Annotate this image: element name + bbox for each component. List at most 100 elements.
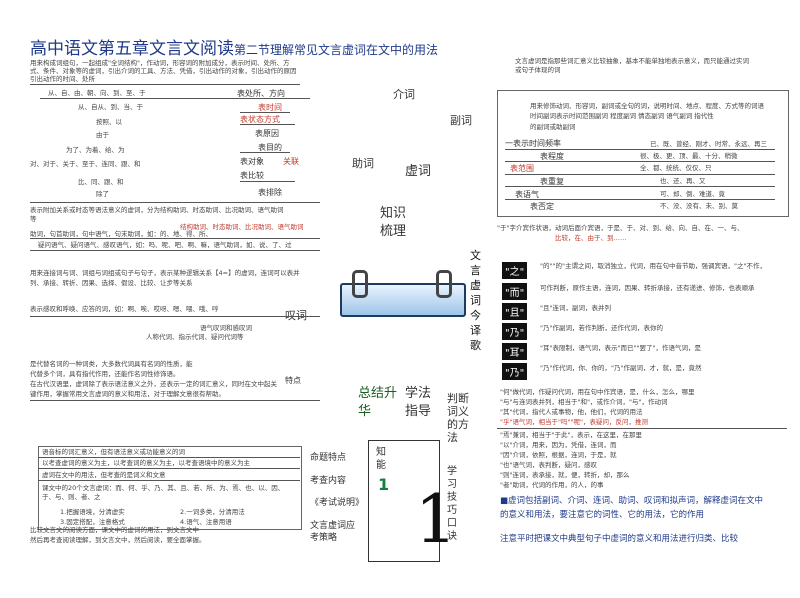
prep-row-7-right: 表比较 (240, 171, 264, 180)
song-head-1: "于"字介宾作状语，动词后面介宾语，于是、于、对、到、给、向、自、在、一、与、 (497, 224, 744, 232)
adverb-row-2-label: 表程度 (540, 152, 564, 161)
aux-line-4: 助词，句首助词，句中语气，句末助词，如：的、地、得、所、 (30, 230, 212, 238)
binder-ring-1 (352, 270, 368, 298)
rb-line-3: "其"代词，指代人或事物，他，他们，代词的用法 (500, 408, 643, 416)
para-line-2: 代替多个词，具有指代作用，还能作名词性修饰语。 (30, 370, 180, 378)
para-line-4: 键作用，掌握常用文言虚词的意义和用法，对于理解文意很有帮助。 (30, 390, 225, 398)
adverb-row-1-val: 已、既、曾经、刚才、时常、永远、再三 (650, 140, 767, 148)
label-zhuci: 助词 (352, 157, 374, 170)
intro-line-3: 引出动作的时间、处所 (30, 75, 95, 83)
adverb-box (497, 90, 789, 217)
label-one-big: 1 (415, 481, 457, 558)
title-sub: 第二节理解常见文言虚词在文中的用法 (234, 43, 439, 57)
label-wenyan: 文言虚词今译歌 (470, 249, 481, 352)
label-panduan: 判断词义的方法 (447, 392, 469, 444)
song-text-5: "耳"表限制，语气词，表示"而已""罢了"，作语气词，是 (540, 344, 701, 352)
adverb-row-3-label: 表范围 (510, 164, 534, 173)
prep-row-2-right: 表时间 (258, 103, 282, 112)
prep-row-1-right: 表处所、方向 (237, 89, 285, 98)
prep-row-4-right: 表原因 (255, 129, 279, 138)
adverb-row-6-label: 表否定 (530, 202, 554, 211)
rb-line-8: "也"语气词，表判断，疑问，感叹 (500, 461, 597, 469)
zhineng-box (368, 440, 440, 562)
prep-row-2-left: 从、自从、到、当、于 (78, 103, 143, 111)
label-one-small: 1 (378, 475, 390, 494)
label-zongjie: 总结升华 (358, 386, 398, 419)
song-text-6: "乃"作代词，你、你的，"乃"作副词，才，就，是，竟然 (540, 364, 702, 372)
song-tag-1: "之" (502, 262, 528, 279)
song-tag-3: "且" (502, 303, 528, 320)
intro-line-2: 式、条件、对象等的虚词，引出介词的工具、方法、凭借，引出动作的对象，引出动作的原… (30, 67, 297, 75)
prep-row-5-left: 为了、为着、给、为 (66, 146, 125, 154)
adverb-row-3-val: 全、都、统统、仅仅、只 (640, 164, 712, 172)
bottom-line-2: 然后再考查阅读理解，到文言文中，然后阅读，要全面掌握。 (30, 536, 206, 544)
prep-row-7-left: 比、同、跟、和 (78, 178, 124, 186)
aux-line-2: 等 (30, 215, 37, 223)
song-tag-2: "而" (502, 283, 528, 300)
adverb-row-1-label: 一表示时间频率 (505, 139, 561, 148)
conj-line-1: 用来连接词与词、词组与词组或句子与句子，表示某种逻辑关系【4=】的虚词，连词可以… (30, 269, 300, 277)
bottom-line-1: 比较文言文的阅读方面，课文中的虚词的用法，到文言文中 (30, 526, 199, 534)
exam-line-3: 虚词在文中的用法，但考查的是词义和文意 (42, 471, 166, 479)
aux-line-1: 表示附加关系或时态等语法意义的虚词，分为结构助词、时态助词、比况助词、语气助词 (30, 206, 284, 214)
title-main: 高中语文第五章文言文阅读 (30, 39, 234, 59)
label-knowledge: 知识梳理 (380, 206, 407, 239)
prep-row-4-left: 由于 (96, 131, 109, 139)
prep-row-3-right: 表状态方式 (240, 115, 280, 124)
song-tag-6: "乃" (502, 363, 528, 380)
label-zhineng: 知能 (376, 447, 386, 471)
song-tag-5: "耳" (502, 343, 528, 360)
label-fuci: 副词 (450, 114, 472, 127)
pron-line-1: 语气叹词和感叹词 (200, 324, 252, 332)
interj-line: 表示感叹和呼唤、应答的词，如：啊、唉、哎呀、嗯、喂、哦、哼 (30, 305, 219, 313)
prep-row-1-left: 从、自、由、朝、向、到、至、于 (48, 89, 146, 97)
rb-line-2: "与"与连词表并列，相当于"和"，或作介词，"与"，作动词 (500, 398, 668, 406)
strategy-2: 2.一词多类，分清用法 (180, 508, 245, 516)
rb-line-4: "乎"语气词，相当于"吗""呢"，表疑问，反问，推测 (500, 418, 648, 426)
exam-line-4: 课文中的20个文言虚词：而、何、乎、乃、其、且、若、所、为、焉、也、以、因、于、… (42, 484, 285, 501)
strategy-1: 1.把握语境，分清虚实 (60, 508, 125, 516)
label-tanci: 叹词 (285, 309, 307, 322)
rb-line-10: "者"助词，代词的作用，的人，的事 (500, 481, 604, 489)
strategy-3: 3.固定搭配，注意格式 (60, 518, 125, 526)
adverb-intro-2: 时间副词表示时间范围副词 程度副词 情态副词 语气副词 指代性 (530, 112, 714, 120)
label-kaoshi: 《考试说明》 (310, 498, 365, 508)
rb-line-5: "焉"兼词，相当于"于此"，表示，在这里，在那里 (500, 431, 642, 439)
song-head-2: 比较，在、由于、到…… (555, 234, 627, 242)
rb-blue-2: 的意义和用法，要注意它的词性、它的用法，它的作用 (500, 510, 705, 520)
label-xuci: 虚词 (405, 164, 432, 179)
para-line-1: 是代替名词的一种词类，大多数代词具有名词的性质，能 (30, 360, 193, 368)
pron-line-2: 人称代词、指示代词、疑问代词等 (146, 333, 244, 341)
song-text-1: "的""的"主谓之间，取消独立，代词，用在句中音节助，强调宾语，"之"不作， (540, 262, 766, 270)
exam-line-2: 以考查虚词的意义为主，以考查词的意义为主，以考查语境中的意义为主 (42, 459, 250, 467)
adverb-intro-1: 用来修饰动词、形容词，副词或全句的词，说明时间、地点、程度、方式等的词语 (530, 102, 764, 110)
conj-line-2: 列、承接、转折、因果、选择、假设、比较、让步等关系 (30, 279, 193, 287)
adverb-row-5-val: 可、却、倒、难道、竟 (660, 190, 725, 198)
aux-line-3: 结构助词、时态助词、比况助词、语气助词 (180, 223, 304, 231)
binder-graphic (340, 283, 466, 317)
adverb-intro-3: 的副词或助副词 (530, 123, 576, 131)
adverb-row-4-label: 表重复 (540, 177, 564, 186)
label-jiqiao: 学习技巧口诀 (447, 466, 457, 542)
para-line-3: 在古代汉语里，虚词除了表示语法意义之外，还表示一定的词汇意义，同时在文中起关 (30, 380, 277, 388)
rb-blue-1: ■虚词包括副词、介词、连词、助词、叹词和拟声词，解释虚词在文中 (500, 496, 764, 506)
rb-line-9: "则"连词，表承接，就，便，转折，却，那么 (500, 471, 630, 479)
song-text-4: "乃"作副词，若作判断，还作代词，表你的 (540, 324, 663, 332)
rb-line-6: "以"介词，用来，因为，凭借，连词，而 (500, 441, 617, 449)
prep-connect: 关联 (283, 157, 299, 166)
label-tedian: 特点 (285, 376, 301, 385)
prep-row-5-right: 表目的 (258, 143, 282, 152)
prep-row-6-right: 表对象 (240, 157, 264, 166)
right-top-1: 文言虚词是指那些词汇意义比较抽象，基本不能单独地表示意义，而只能通过实词 (515, 57, 749, 65)
intro-line-1: 用来构成词组句，一起组成"全词结构"，作动词，形容词的附加成分，表示时间、处所、… (30, 59, 290, 67)
rb-line-7: "因"介词，依照，根据，连词，于是，就 (500, 451, 617, 459)
aux-line-5: 疑问语气、疑问语气、感叹语气，如：吗、呢、吧、啊、嘛，语气助词，如、说、了、过 (38, 241, 292, 249)
adverb-row-4-val: 也、还、再、又 (660, 177, 706, 185)
label-mingti: 命题特点 (310, 453, 347, 463)
prep-row-8-right: 表排除 (258, 188, 282, 197)
label-prep: 介词 (393, 88, 415, 101)
rb-line-1: "何"做代词，作疑问代词，用在句中作宾语，是，什么，怎么，哪里 (500, 388, 695, 396)
strategy-4: 4.语气、注意用语 (180, 518, 232, 526)
page-title: 高中语文第五章文言文阅读第二节理解常见文言虚词在文中的用法 (30, 34, 438, 59)
binder-ring-2 (436, 270, 452, 298)
